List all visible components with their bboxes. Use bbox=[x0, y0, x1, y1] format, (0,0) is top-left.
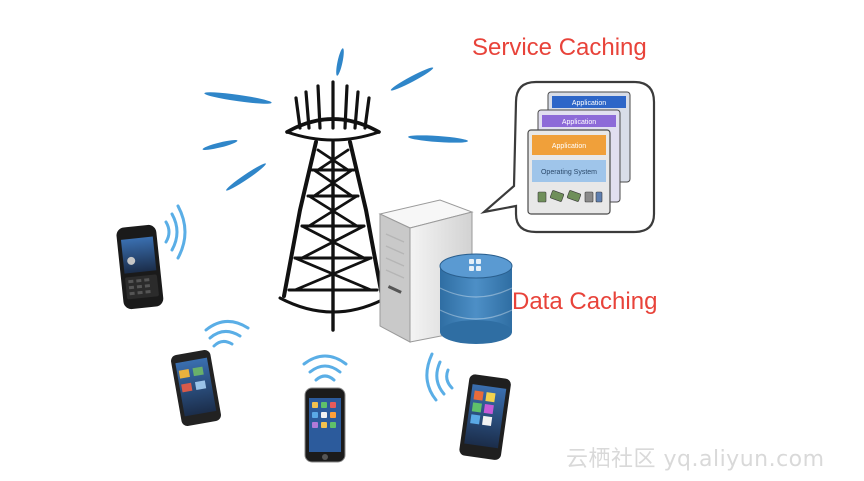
app-layer-orange bbox=[532, 135, 606, 155]
app-layer-blue bbox=[552, 96, 626, 108]
service-stack-front: Application Operating System bbox=[527, 129, 611, 215]
watermark: 云栖社区 yq.aliyun.com bbox=[566, 447, 825, 472]
wifi-signal-icon bbox=[164, 204, 187, 260]
wifi-signal-icon bbox=[425, 352, 454, 402]
smartphone-icon bbox=[459, 374, 511, 460]
app-layer-label-middle: Application bbox=[562, 119, 596, 126]
os-layer-label: Operating System bbox=[541, 169, 597, 176]
app-layer-purple bbox=[542, 115, 616, 127]
app-layer-label-front: Application bbox=[552, 143, 586, 150]
smartphone-icon bbox=[304, 387, 346, 463]
database-logo-icon bbox=[469, 259, 481, 271]
wifi-signal-icon bbox=[204, 320, 250, 348]
os-layer bbox=[532, 160, 606, 182]
hardware-chip-icons bbox=[537, 190, 603, 203]
tower-signal-rays bbox=[202, 48, 468, 191]
smartphone-icon bbox=[171, 350, 221, 426]
service-caching-label: Service Caching bbox=[472, 34, 647, 61]
database-icon bbox=[439, 253, 513, 344]
smartphone-icon bbox=[116, 224, 164, 310]
data-caching-label: Data Caching bbox=[512, 288, 658, 315]
app-layer-label-back: Application bbox=[572, 100, 606, 107]
wifi-signal-icon bbox=[302, 354, 348, 382]
cell-tower-icon bbox=[278, 80, 388, 332]
